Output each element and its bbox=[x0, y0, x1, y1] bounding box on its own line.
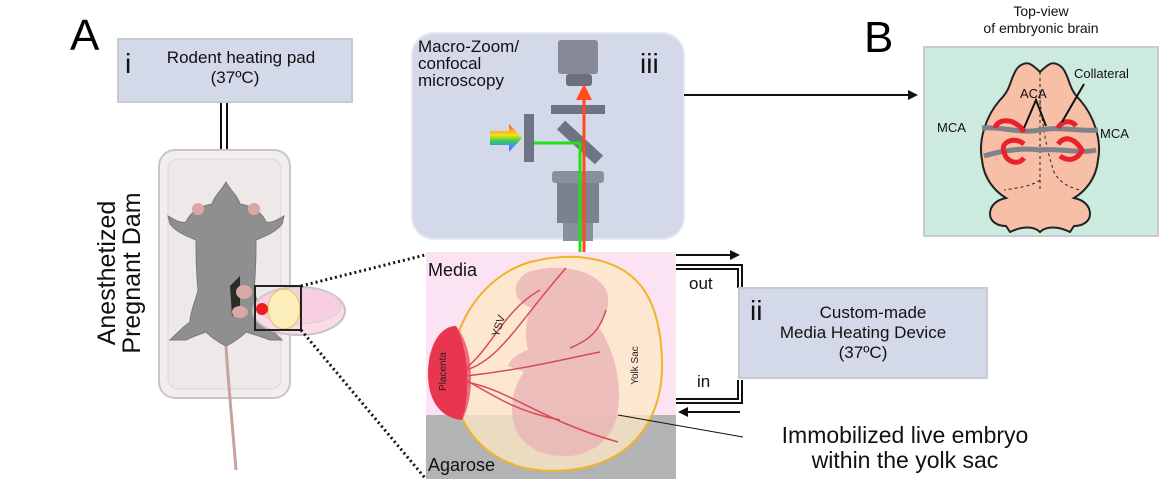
mca-left-label: MCA bbox=[937, 120, 966, 135]
embryo-caption-line1: Immobilized live embryo bbox=[781, 422, 1029, 448]
media-heater-line1: Custom-made bbox=[819, 303, 927, 322]
brain-panel bbox=[923, 46, 1159, 237]
microscope-title-line3: microscopy bbox=[418, 71, 504, 90]
microscope-title-line2: confocal bbox=[418, 54, 482, 73]
aca-label: ACA bbox=[1020, 86, 1047, 101]
embryo-chamber bbox=[426, 252, 676, 479]
microscope-numeral: iii bbox=[640, 48, 659, 79]
heating-pad-title: Rodent heating pad bbox=[166, 48, 316, 67]
brain-title-line2: of embryonic brain bbox=[983, 20, 1099, 36]
microscope-title-line1: Macro-Zoom/ bbox=[418, 37, 520, 56]
flow-in-label: in bbox=[697, 372, 711, 391]
heating-pad-numeral: i bbox=[125, 48, 132, 79]
yolk-sac-label: Yolk Sac bbox=[629, 346, 641, 385]
microscope-title: Macro-Zoom/ confocal microscopy bbox=[418, 38, 519, 89]
petri-dish bbox=[252, 285, 346, 336]
panel-label-a: A bbox=[70, 11, 100, 60]
mca-right-label: MCA bbox=[1100, 126, 1129, 141]
media-heater-line2: Media Heating Device bbox=[779, 323, 947, 342]
flow-out-label: out bbox=[689, 274, 713, 293]
media-heater-numeral: ii bbox=[750, 295, 763, 326]
brain-title: Top-view of embryonic brain bbox=[924, 3, 1158, 37]
media-label: Media bbox=[428, 260, 478, 280]
heating-pad-label-box: i Rodent heating pad (37ºC) bbox=[117, 38, 353, 103]
dam-label-line2: Pregnant Dam bbox=[118, 192, 146, 354]
agarose-label: Agarose bbox=[428, 455, 496, 475]
embryo-caption: Immobilized live embryo within the yolk … bbox=[744, 423, 1066, 473]
zoom-dotted-lines bbox=[299, 253, 427, 479]
embryo-caption-pointer bbox=[617, 414, 744, 438]
heating-pad-cable bbox=[220, 102, 228, 150]
dam-label-line1: Anesthetized bbox=[93, 200, 121, 346]
embryo-caption-line2: within the yolk sac bbox=[811, 447, 999, 473]
dam-label: Anesthetized Pregnant Dam bbox=[93, 183, 147, 363]
microscope-panel bbox=[411, 32, 685, 241]
panel-label-b: B bbox=[864, 13, 894, 62]
media-tubing bbox=[676, 250, 743, 417]
heating-pad-temp: (37ºC) bbox=[210, 68, 260, 87]
media-heater-line3: (37ºC) bbox=[838, 343, 888, 362]
collateral-label: Collateral bbox=[1074, 66, 1129, 81]
brain-title-line1: Top-view bbox=[1013, 3, 1069, 19]
media-heater-label-box: ii Custom-made Media Heating Device (37º… bbox=[738, 287, 988, 379]
placenta-label: Placenta bbox=[437, 352, 449, 391]
